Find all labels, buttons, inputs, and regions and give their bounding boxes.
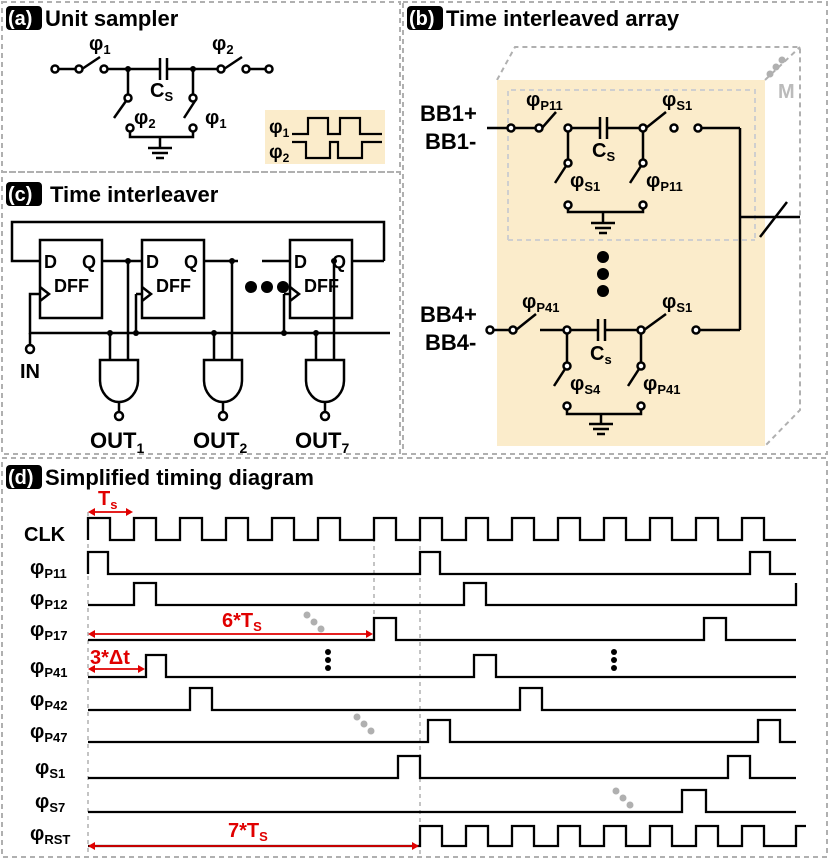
- in-label: IN: [20, 361, 40, 383]
- phi-s1-top-label: φS1: [662, 89, 692, 113]
- phi-s4-shunt-label: φS4: [570, 373, 601, 397]
- panel-d: (d) Simplified timing diagram CLK φP11 φ…: [6, 465, 806, 855]
- panel-b-title: Time interleaved array: [446, 6, 680, 31]
- out7-label: OUT7: [295, 428, 349, 456]
- phi-s7-trace-label: φS7: [35, 791, 65, 815]
- bb1-plus-label: BB1+: [420, 101, 477, 126]
- phi-p41-trace-label: φP41: [30, 656, 67, 680]
- period-label: Ts: [98, 488, 117, 512]
- horizontal-ellipsis: [245, 281, 289, 293]
- bb4-minus-label: BB4-: [425, 330, 476, 355]
- dff2-d-label: D: [146, 252, 159, 272]
- dff2-name: DFF: [156, 276, 191, 296]
- p41-waveform: [88, 653, 796, 679]
- panel-c-title: Time interleaver: [50, 182, 219, 207]
- panel-d-tag: (d): [8, 467, 34, 489]
- sampler-1-circuit: [487, 111, 800, 330]
- array-depth-frame: [496, 46, 801, 447]
- phi2-top-label: φ2: [212, 33, 234, 57]
- p17-waveform: [88, 616, 796, 642]
- rst-waveform: [88, 824, 806, 848]
- phi-p11-label: φP11: [526, 89, 563, 113]
- dff3-q-label: Q: [332, 252, 346, 272]
- panel-b-tag: (b): [409, 8, 435, 30]
- clk-label: CLK: [24, 524, 66, 546]
- panel-a-tag: (a): [8, 8, 32, 30]
- dff1-q-label: Q: [82, 252, 96, 272]
- unit-sampler-circuit: [50, 55, 274, 160]
- s1-waveform: [88, 754, 796, 780]
- bb1-minus-label: BB1-: [425, 129, 476, 154]
- seven-ts-label: 7*TS: [228, 820, 268, 844]
- phi1-top-label: φ1: [89, 33, 111, 57]
- panel-b-tag-bg: [407, 6, 443, 30]
- phi-s1-trace-label: φS1: [35, 757, 65, 781]
- phi-s1-bottom-label: φS1: [662, 291, 692, 315]
- out2-label: OUT2: [193, 428, 247, 456]
- p47-waveform: [88, 718, 796, 744]
- dff1-name: DFF: [54, 276, 89, 296]
- cap-top-label: CS: [592, 140, 615, 164]
- s7-waveform: [88, 788, 796, 814]
- phi1-waveform: [292, 116, 382, 136]
- interleaver-circuit: [10, 220, 390, 422]
- phi-p42-trace-label: φP42: [30, 689, 67, 713]
- timing-ellipsis-gray: [303, 611, 634, 809]
- phi-s1-shunt-label: φS1: [570, 170, 600, 194]
- panel-c: (c) Time interleaver: [6, 182, 390, 456]
- phi-p11-shunt-label: φP11: [646, 170, 683, 194]
- timing-annotations: [88, 508, 419, 850]
- dff2-q-label: Q: [184, 252, 198, 272]
- p12-waveform: [88, 581, 798, 607]
- array-depth-label: M: [778, 81, 795, 103]
- sampler-4-circuit: [485, 312, 740, 436]
- phi1-shunt-label: φ1: [205, 107, 227, 131]
- cap-bottom-label: Cs: [590, 343, 612, 367]
- phi-p12-trace-label: φP12: [30, 588, 67, 612]
- panel-c-tag: (c): [8, 184, 32, 206]
- out1-label: OUT1: [90, 428, 144, 456]
- phi2-shunt-label: φ2: [134, 107, 156, 131]
- bb4-plus-label: BB4+: [420, 302, 477, 327]
- waveforms: [86, 516, 806, 848]
- panel-c-tag-bg: [6, 182, 42, 206]
- phase-legend: φ1 φ2: [265, 110, 385, 165]
- vertical-ellipsis: [597, 251, 609, 297]
- phi2-waveform: [292, 140, 382, 160]
- phi-p41-label: φP41: [522, 291, 559, 315]
- panel-d-title: Simplified timing diagram: [45, 465, 314, 490]
- dff1-d-label: D: [44, 252, 57, 272]
- array-depth-inner-frame: [507, 89, 756, 241]
- clk-waveform: [86, 516, 796, 542]
- panel-d-tag-bg: [6, 465, 42, 489]
- array-highlight: [497, 80, 765, 446]
- cap-label: CS: [150, 80, 173, 104]
- phi-p47-trace-label: φP47: [30, 721, 67, 745]
- phi-rst-trace-label: φRST: [30, 823, 70, 847]
- p42-waveform: [88, 686, 796, 712]
- timing-guides: [87, 512, 421, 855]
- dff3-name: DFF: [304, 276, 339, 296]
- three-delta-label: 3*Δt: [90, 647, 130, 669]
- panel-b: (b) Time interleaved array M BB1+ BB1-: [407, 6, 801, 447]
- dff3-d-label: D: [294, 252, 307, 272]
- legend-phi2-label: φ2: [269, 142, 290, 165]
- panel-a-tag-bg: [6, 6, 42, 30]
- six-ts-label: 6*TS: [222, 610, 262, 634]
- panel-a-title: Unit sampler: [45, 6, 179, 31]
- legend-phi1-label: φ1: [269, 117, 290, 140]
- phi-p17-trace-label: φP17: [30, 619, 67, 643]
- panel-a: (a) Unit sampler: [6, 6, 385, 165]
- phi-p41-shunt-label: φP41: [643, 373, 680, 397]
- p11-waveform: [86, 550, 796, 576]
- timing-ellipsis-black: [325, 649, 617, 671]
- phi-p11-trace-label: φP11: [30, 557, 67, 581]
